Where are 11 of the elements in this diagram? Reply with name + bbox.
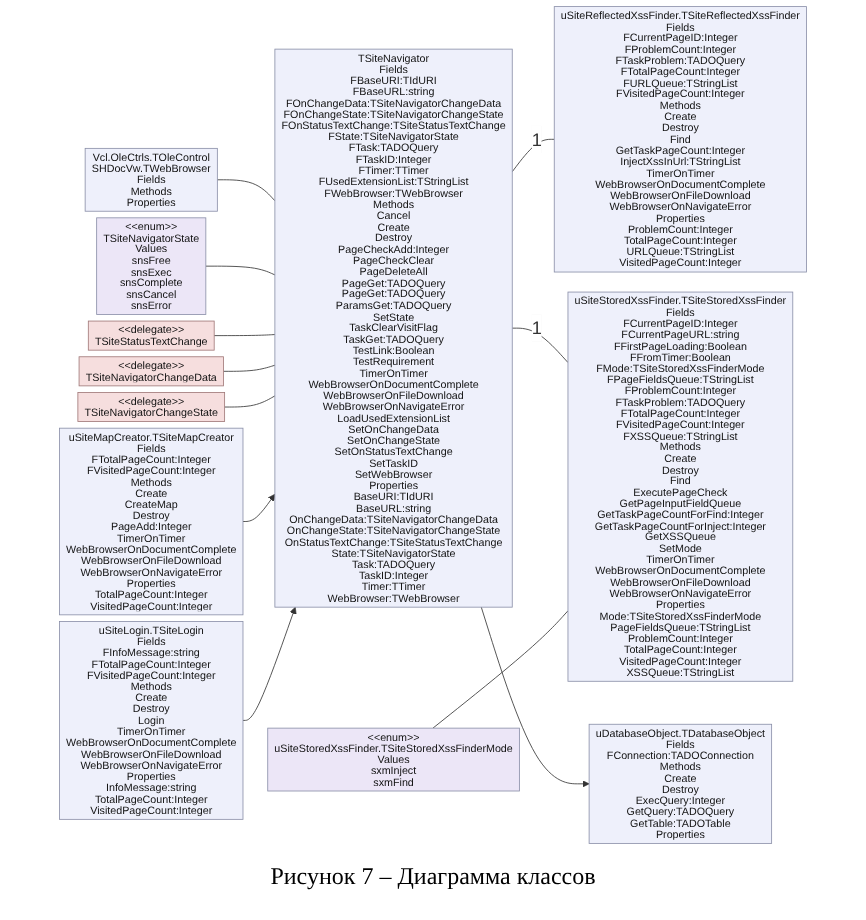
connector — [213, 334, 276, 337]
connector — [432, 610, 569, 729]
edge-label: 1 — [531, 129, 542, 150]
connector — [205, 265, 276, 276]
figure-caption: Рисунок 7 – Диаграмма классов — [268, 862, 598, 892]
connector — [224, 395, 276, 408]
connector — [511, 138, 555, 173]
connector — [223, 364, 276, 372]
connector — [216, 179, 276, 202]
edge-label: 1 — [531, 317, 542, 339]
connector — [511, 327, 569, 363]
